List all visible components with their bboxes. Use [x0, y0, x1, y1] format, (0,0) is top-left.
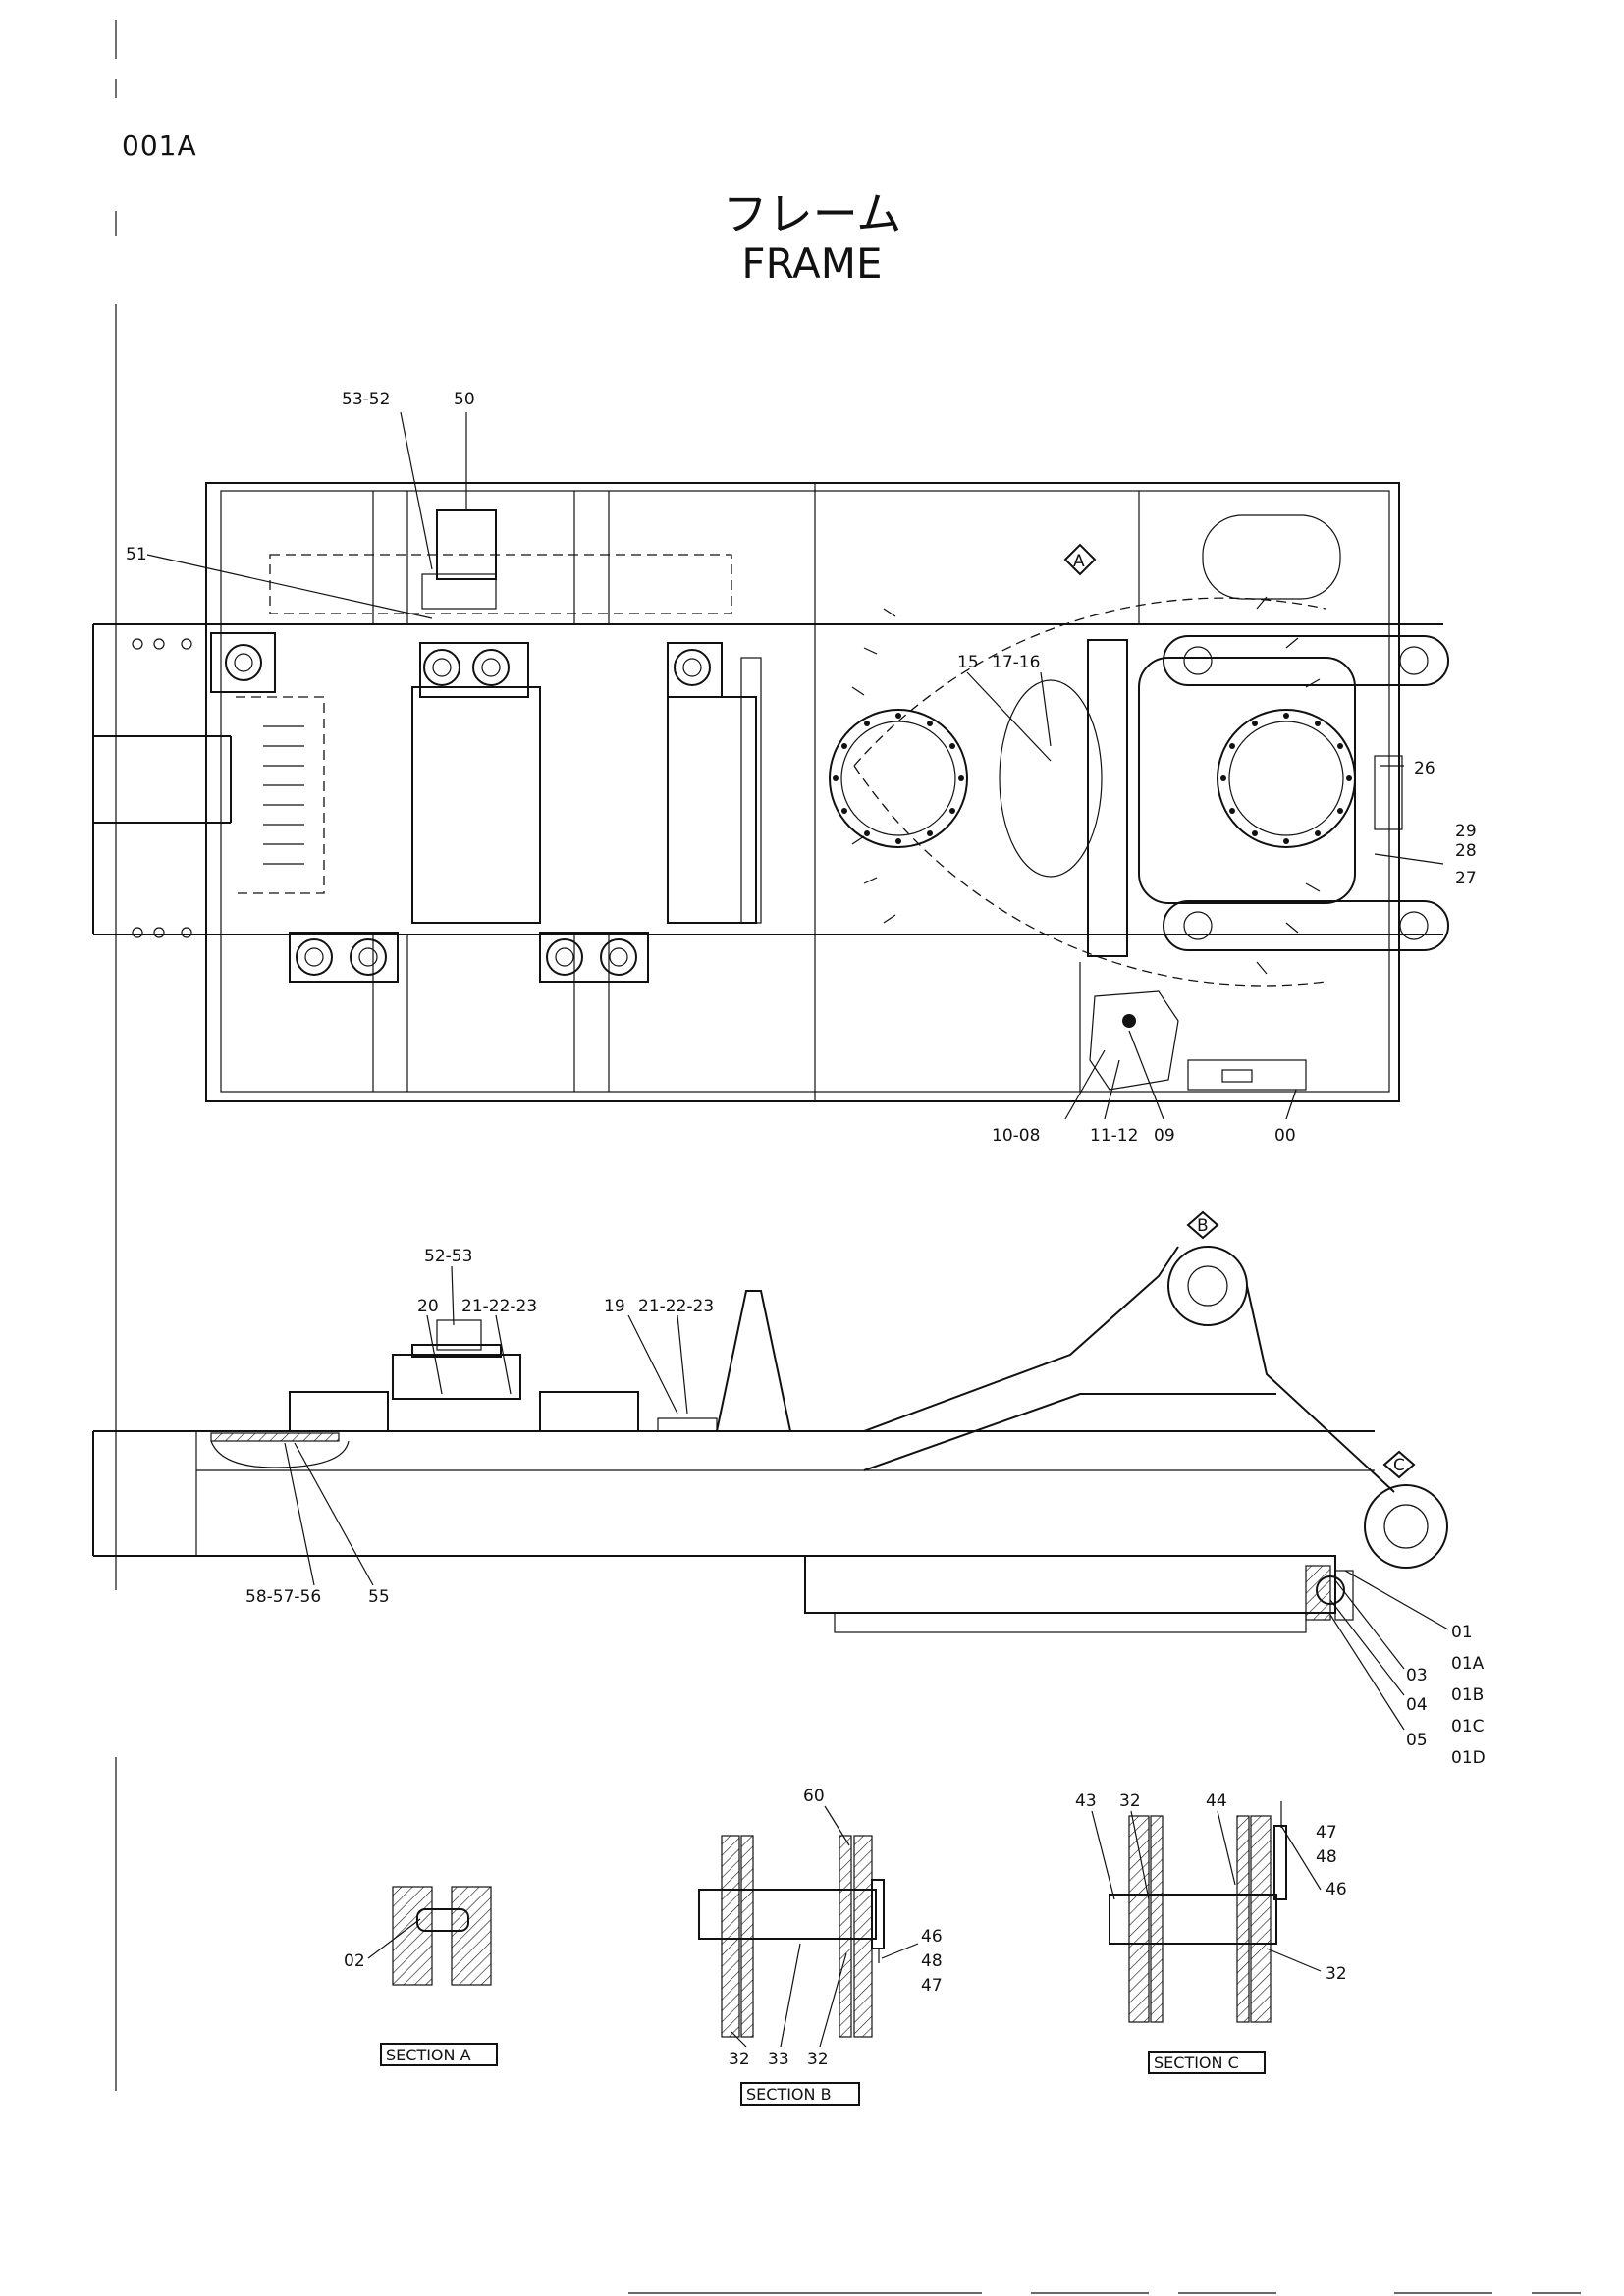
section-b: 60 46 48 47 32 33 32 SECTION B [698, 1787, 943, 2106]
callout-21-22-23-b: 21-22-23 [638, 1297, 714, 1316]
callout-52-53: 52-53 [424, 1247, 472, 1266]
callout-55: 55 [368, 1587, 390, 1607]
callout-26: 26 [1414, 759, 1435, 778]
callout-33: 33 [768, 2050, 789, 2069]
view-marker-b: B [1197, 1216, 1209, 1236]
callout-48-b: 48 [921, 1951, 943, 1971]
callout-32-c2: 32 [1326, 1964, 1347, 1984]
callout-09: 09 [1154, 1126, 1175, 1146]
callout-48-c: 48 [1316, 1847, 1337, 1867]
callout-10-08: 10-08 [992, 1126, 1040, 1146]
side-callouts: 52-53 20 21-22-23 19 21-22-23 58-57-56 5… [245, 1247, 1486, 1768]
section-c: 43 32 44 47 48 46 32 SECTION C [1075, 1791, 1347, 2074]
section-c-label: SECTION C [1154, 2054, 1239, 2072]
callout-32-b2: 32 [807, 2050, 829, 2069]
title-japanese: フレーム [722, 187, 902, 240]
plan-view: A [92, 482, 1449, 1102]
callout-17-16: 17-16 [992, 653, 1040, 672]
callout-43: 43 [1075, 1791, 1097, 1811]
section-a-label: SECTION A [386, 2046, 471, 2064]
callout-02: 02 [344, 1951, 365, 1971]
plan-callouts: 53-52 50 51 15 17-16 26 29 28 27 10-08 1… [126, 390, 1477, 1146]
callout-51: 51 [126, 545, 147, 564]
callout-01d: 01D [1451, 1748, 1486, 1768]
callout-53-52: 53-52 [342, 390, 390, 409]
view-marker-a: A [1073, 552, 1085, 571]
callout-47-c: 47 [1316, 1823, 1337, 1842]
callout-05: 05 [1406, 1731, 1428, 1750]
callout-01: 01 [1451, 1623, 1473, 1642]
callout-19: 19 [604, 1297, 625, 1316]
callout-01a: 01A [1451, 1654, 1485, 1674]
plan-leaders [146, 411, 1444, 1120]
page-code: 001A [122, 130, 197, 162]
callout-11-12: 11-12 [1090, 1126, 1138, 1146]
callout-47-b: 47 [921, 1976, 943, 1996]
callout-32-b1: 32 [729, 2050, 750, 2069]
callout-01b: 01B [1451, 1685, 1484, 1705]
callout-03: 03 [1406, 1666, 1428, 1685]
callout-00: 00 [1274, 1126, 1296, 1146]
callout-04: 04 [1406, 1695, 1428, 1715]
callout-46-c: 46 [1326, 1880, 1347, 1899]
callout-29: 29 [1455, 822, 1477, 841]
callout-27: 27 [1455, 869, 1477, 888]
callout-21-22-23-a: 21-22-23 [461, 1297, 537, 1316]
callout-44: 44 [1206, 1791, 1227, 1811]
callout-32-c1: 32 [1119, 1791, 1141, 1811]
callout-15: 15 [957, 653, 979, 672]
callout-58-57-56: 58-57-56 [245, 1587, 321, 1607]
view-marker-c: C [1393, 1456, 1405, 1475]
callout-20: 20 [417, 1297, 439, 1316]
callout-01c: 01C [1451, 1717, 1485, 1736]
callout-60: 60 [803, 1787, 825, 1806]
side-view: B C [92, 1210, 1448, 1633]
section-b-label: SECTION B [746, 2085, 832, 2104]
callout-28: 28 [1455, 841, 1477, 861]
title-english: FRAME [741, 240, 883, 288]
callout-50: 50 [454, 390, 475, 409]
side-leaders [284, 1265, 1449, 1731]
section-a: 02 SECTION A [344, 1886, 498, 2066]
callout-46-b: 46 [921, 1927, 943, 1947]
